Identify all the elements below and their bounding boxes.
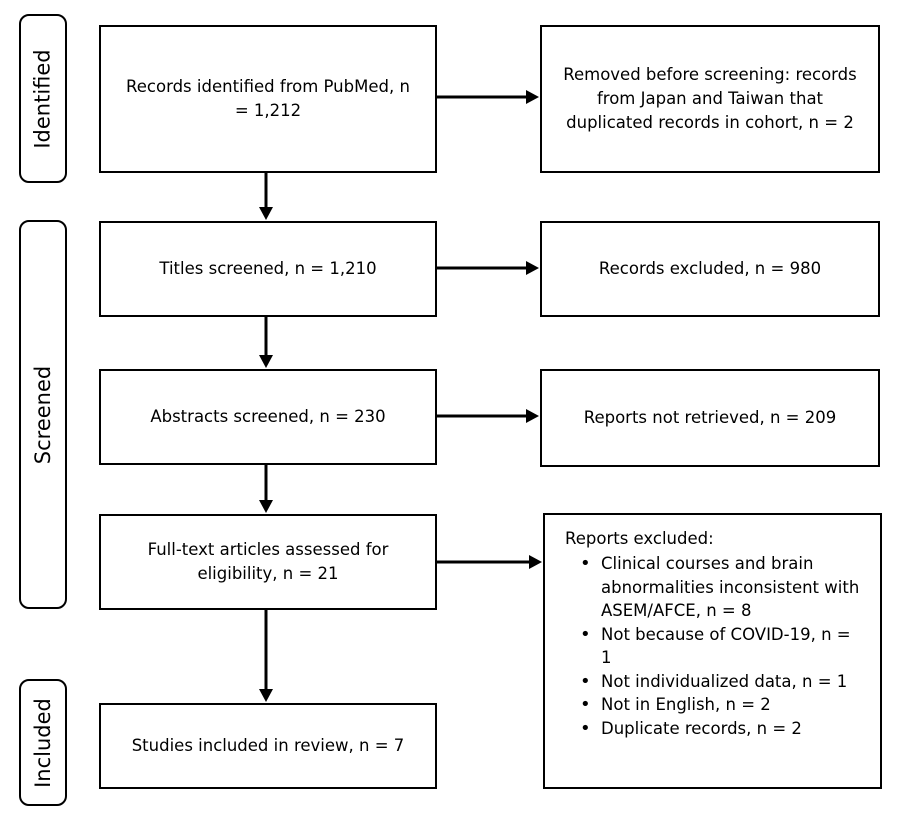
list-item: Duplicate records, n = 2 [580,717,866,741]
list-item: Not in English, n = 2 [580,693,866,717]
studies-included-box: Studies included in review, n = 7 [99,703,437,789]
records-excluded-text: Records excluded, n = 980 [598,259,822,278]
arrow-titles-to-excluded-head [526,261,539,275]
removed-before-screening-text: Removed before screening: records from J… [563,65,857,132]
abstracts-screened-box: Abstracts screened, n = 230 [99,369,437,465]
reports-excluded-box: Reports excluded: Clinical courses and b… [543,513,882,789]
records-excluded-box: Records excluded, n = 980 [540,221,880,317]
fulltext-assessed-box: Full-text articles assessed for eligibil… [99,514,437,610]
arrow-abstracts-to-fulltext-head [259,500,273,513]
arrow-titles-to-abstracts-head [259,355,273,368]
arrow-identified-to-removed-head [526,90,539,104]
arrow-identified-to-titles-head [259,207,273,220]
phase-identified: Identified [19,14,67,183]
titles-screened-text: Titles screened, n = 1,210 [159,259,377,278]
reports-not-retrieved-text: Reports not retrieved, n = 209 [583,408,837,427]
arrow-fulltext-to-included-head [259,689,273,702]
list-item: Clinical courses and brain abnormalities… [580,552,866,623]
list-item: Not individualized data, n = 1 [580,670,866,694]
phase-screened: Screened [19,220,67,609]
removed-before-screening-box: Removed before screening: records from J… [540,25,880,173]
records-identified-text: Records identified from PubMed, n = 1,21… [126,77,410,120]
reports-excluded-title: Reports excluded: [565,529,714,548]
arrow-fulltext-to-reports-excluded-head [529,555,542,569]
reports-excluded-list: Clinical courses and brain abnormalities… [565,552,866,740]
arrow-abstracts-to-not-retrieved-head [526,409,539,423]
phase-included: Included [19,679,67,806]
reports-not-retrieved-box: Reports not retrieved, n = 209 [540,369,880,467]
fulltext-assessed-text: Full-text articles assessed for eligibil… [147,540,389,583]
records-identified-box: Records identified from PubMed, n = 1,21… [99,25,437,173]
list-item: Not because of COVID-19, n = 1 [580,623,866,670]
studies-included-text: Studies included in review, n = 7 [131,736,405,755]
titles-screened-box: Titles screened, n = 1,210 [99,221,437,317]
abstracts-screened-text: Abstracts screened, n = 230 [150,407,386,426]
